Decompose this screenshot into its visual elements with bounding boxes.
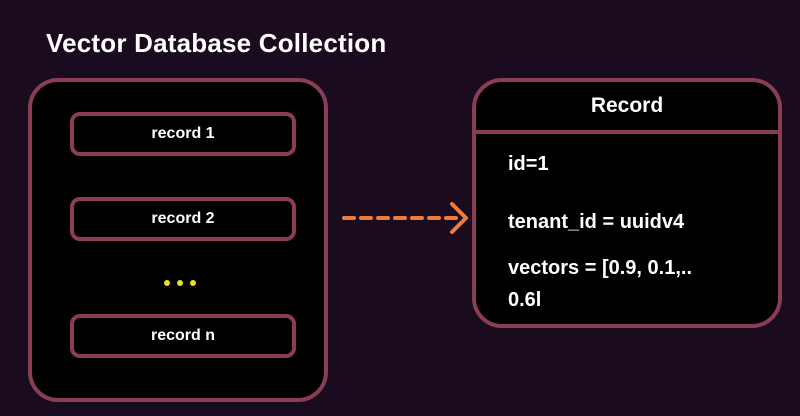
record-card: Record id=1 tenant_id = uuidv4 vectors =… (472, 78, 782, 328)
dot (190, 280, 196, 286)
dot (177, 280, 183, 286)
record-item-label: record n (150, 327, 215, 344)
record-field-vectors: vectors = [0.9, 0.1,.. 0.6l (508, 252, 768, 316)
record-item-2: record 2 (70, 197, 296, 241)
record-item-1: record 1 (70, 112, 296, 156)
dot (164, 280, 170, 286)
record-field-vectors-line2: 0.6l (508, 289, 542, 311)
record-card-header: Record (476, 82, 778, 134)
collection-container: record 1 record 2 record n (28, 78, 328, 402)
ellipsis-dots (164, 280, 196, 286)
dashed-arrow-icon (342, 202, 468, 234)
record-field-vectors-line1: vectors = [0.9, 0.1,.. (508, 257, 692, 279)
record-field-tenant-id: tenant_id = uuidv4 (508, 211, 685, 233)
record-field-id: id=1 (508, 153, 549, 175)
record-item-label: record 2 (151, 210, 215, 227)
record-item-n: record n (70, 314, 296, 358)
diagram-title: Vector Database Collection (46, 28, 387, 58)
record-item-label: record 1 (151, 125, 215, 142)
